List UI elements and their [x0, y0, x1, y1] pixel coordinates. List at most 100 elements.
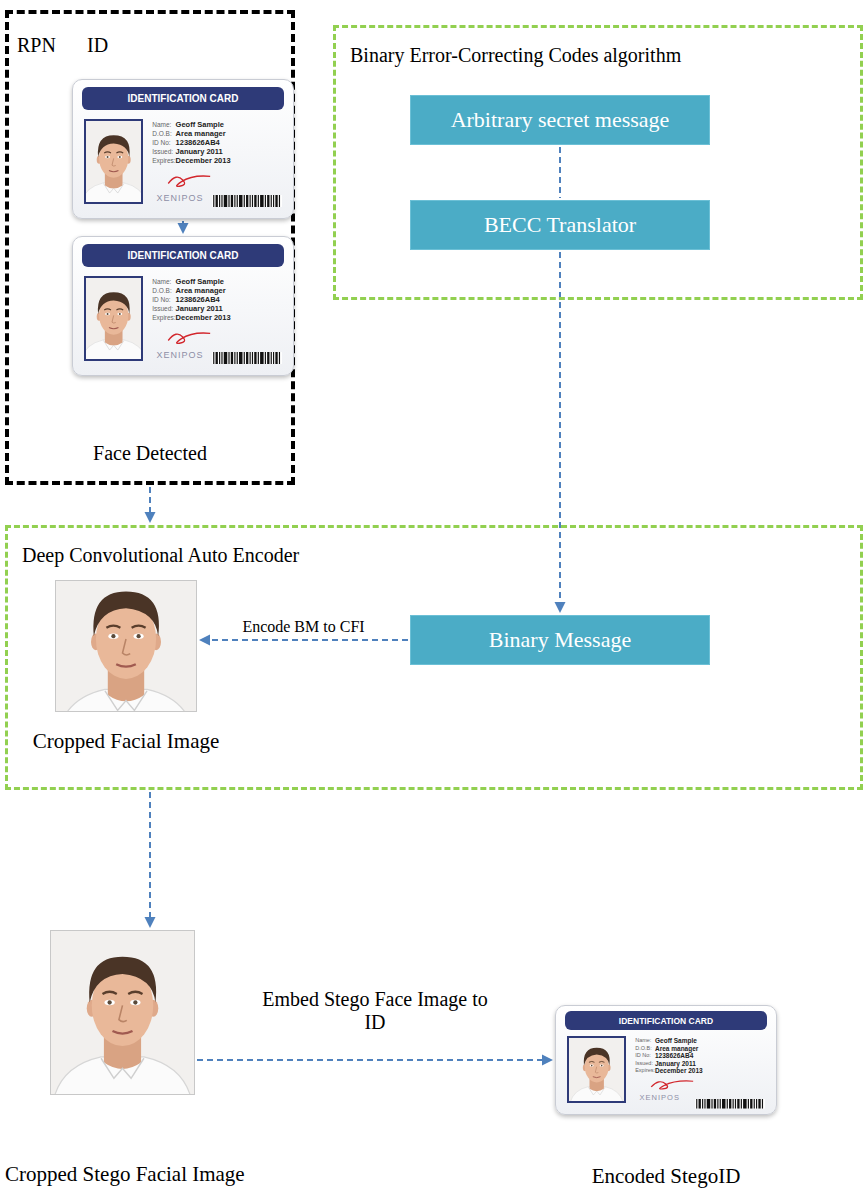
- barcode: [212, 195, 282, 207]
- connector: [560, 147, 561, 198]
- face-picture: [56, 581, 196, 711]
- card-header: IDENTIFICATION CARD: [565, 1011, 767, 1029]
- group-frame: Deep Convolutional Auto EncoderCropped F…: [5, 525, 863, 790]
- field-value: December 2013: [176, 313, 231, 322]
- field-value: 1238626AB4: [176, 138, 220, 147]
- arrowhead: [145, 512, 156, 523]
- field-value: Geoff Sample: [176, 120, 224, 129]
- field-value: Area manager: [655, 1045, 698, 1053]
- edge-label: Embed Stego Face Image to ID: [252, 988, 498, 1034]
- box-label: BECC Translator: [484, 212, 636, 238]
- card-row: Name:Geoff Sample: [152, 120, 286, 129]
- process-box: Binary Message: [410, 615, 710, 665]
- connector-line: [197, 1059, 543, 1061]
- arrowhead: [555, 602, 566, 613]
- card-row: Issued:January 2011: [152, 304, 286, 313]
- field-label: Expires:: [152, 156, 175, 165]
- field-label: Issued:: [635, 1060, 655, 1068]
- card-photo: [86, 121, 141, 203]
- image-caption: Encoded StegoID: [592, 1164, 741, 1189]
- card-title: IDENTIFICATION CARD: [619, 1016, 713, 1026]
- arrowhead: [178, 223, 189, 234]
- connector: [555, 252, 566, 613]
- card-row: ID No:1238626AB4: [635, 1052, 769, 1060]
- card-row: D.O.B:Area manager: [152, 286, 286, 295]
- image-caption: Cropped Facial Image: [33, 729, 220, 754]
- card-fields: Name:Geoff SampleD.O.B:Area managerID No…: [152, 277, 286, 322]
- id-card: IDENTIFICATION CARD Name:Geoff SampleD.O.…: [72, 79, 294, 219]
- field-value: Geoff Sample: [655, 1037, 697, 1045]
- group-heading: Deep Convolutional Auto Encoder: [22, 544, 299, 567]
- arrowhead: [542, 1055, 553, 1066]
- group-heading: ID: [87, 34, 108, 57]
- barcode: [695, 1099, 765, 1109]
- field-value: January 2011: [176, 304, 223, 313]
- field-label: Expires:: [635, 1067, 655, 1075]
- field-value: January 2011: [176, 147, 223, 156]
- card-row: ID No:1238626AB4: [152, 138, 286, 147]
- box-label: Binary Message: [489, 627, 631, 653]
- card-logo: XENIPOS: [157, 350, 204, 360]
- connector-line: [559, 252, 561, 603]
- card-row: D.O.B:Area manager: [152, 129, 286, 138]
- card-title: IDENTIFICATION CARD: [128, 93, 239, 104]
- card-row: Expires:December 2013: [152, 156, 286, 165]
- card-photo: [84, 276, 143, 362]
- field-label: Issued:: [152, 147, 175, 156]
- barcode: [695, 1095, 765, 1105]
- field-value: December 2013: [655, 1067, 703, 1075]
- field-label: Issued:: [152, 304, 175, 313]
- field-value: 1238626AB4: [655, 1052, 693, 1060]
- field-label: Name:: [152, 277, 175, 286]
- card-row: ID No:1238626AB4: [152, 295, 286, 304]
- card-row: Expires:December 2013: [635, 1067, 769, 1075]
- card-title: IDENTIFICATION CARD: [128, 250, 239, 261]
- field-label: D.O.B:: [635, 1045, 655, 1053]
- card-fields: Name:Geoff SampleD.O.B:Area managerID No…: [635, 1037, 769, 1075]
- card-logo: XENIPOS: [640, 1093, 680, 1102]
- field-value: December 2013: [176, 156, 231, 165]
- connector: [145, 487, 156, 523]
- signature: [648, 1077, 696, 1091]
- group-frame: Binary Error-Correcting Codes algorithmA…: [333, 25, 863, 300]
- barcode: [212, 352, 282, 364]
- card-row: Issued:January 2011: [635, 1060, 769, 1068]
- card-fields: Name:Geoff SampleD.O.B:Area managerID No…: [152, 120, 286, 165]
- edge-label: Encode BM to CFI: [239, 618, 367, 636]
- card-logo: XENIPOS: [157, 193, 204, 203]
- face-image: Cropped Stego Facial Image: [50, 930, 195, 1095]
- connector-line: [149, 487, 151, 513]
- field-label: Expires:: [152, 313, 175, 322]
- barcode: [212, 350, 282, 362]
- process-box: Arbitrary secret message: [410, 95, 710, 145]
- field-label: D.O.B:: [152, 129, 175, 138]
- connector-line: [559, 147, 561, 198]
- signature: [648, 1077, 696, 1091]
- card-photo: [86, 278, 141, 360]
- card-photo: [569, 1038, 624, 1101]
- field-value: Area manager: [176, 129, 226, 138]
- group-heading: Face Detected: [9, 442, 291, 465]
- signature: [165, 171, 213, 189]
- barcode: [212, 193, 282, 205]
- id-card: IDENTIFICATION CARD Name:Geoff SampleD.O.…: [555, 1005, 777, 1115]
- field-value: January 2011: [655, 1060, 696, 1068]
- field-label: Name:: [635, 1037, 655, 1045]
- field-label: ID No:: [152, 138, 175, 147]
- group-heading: Binary Error-Correcting Codes algorithm: [350, 44, 681, 67]
- connector: [199, 635, 408, 646]
- arrowhead: [199, 635, 210, 646]
- field-value: 1238626AB4: [176, 295, 220, 304]
- id-card: IDENTIFICATION CARD Name:Geoff SampleD.O.…: [72, 236, 294, 376]
- connector: [178, 221, 189, 234]
- connector-line: [149, 792, 151, 918]
- card-photo: [84, 119, 143, 205]
- face-picture: [51, 931, 194, 1094]
- field-value: Area manager: [176, 286, 226, 295]
- box-label: Arbitrary secret message: [451, 107, 670, 133]
- group-frame: RPNIDFace DetectedIDENTIFICATION CARDNam…: [5, 10, 295, 485]
- field-label: Name:: [152, 120, 175, 129]
- card-photo: [567, 1036, 626, 1103]
- connector-line: [209, 639, 408, 641]
- card-row: D.O.B:Area manager: [635, 1045, 769, 1053]
